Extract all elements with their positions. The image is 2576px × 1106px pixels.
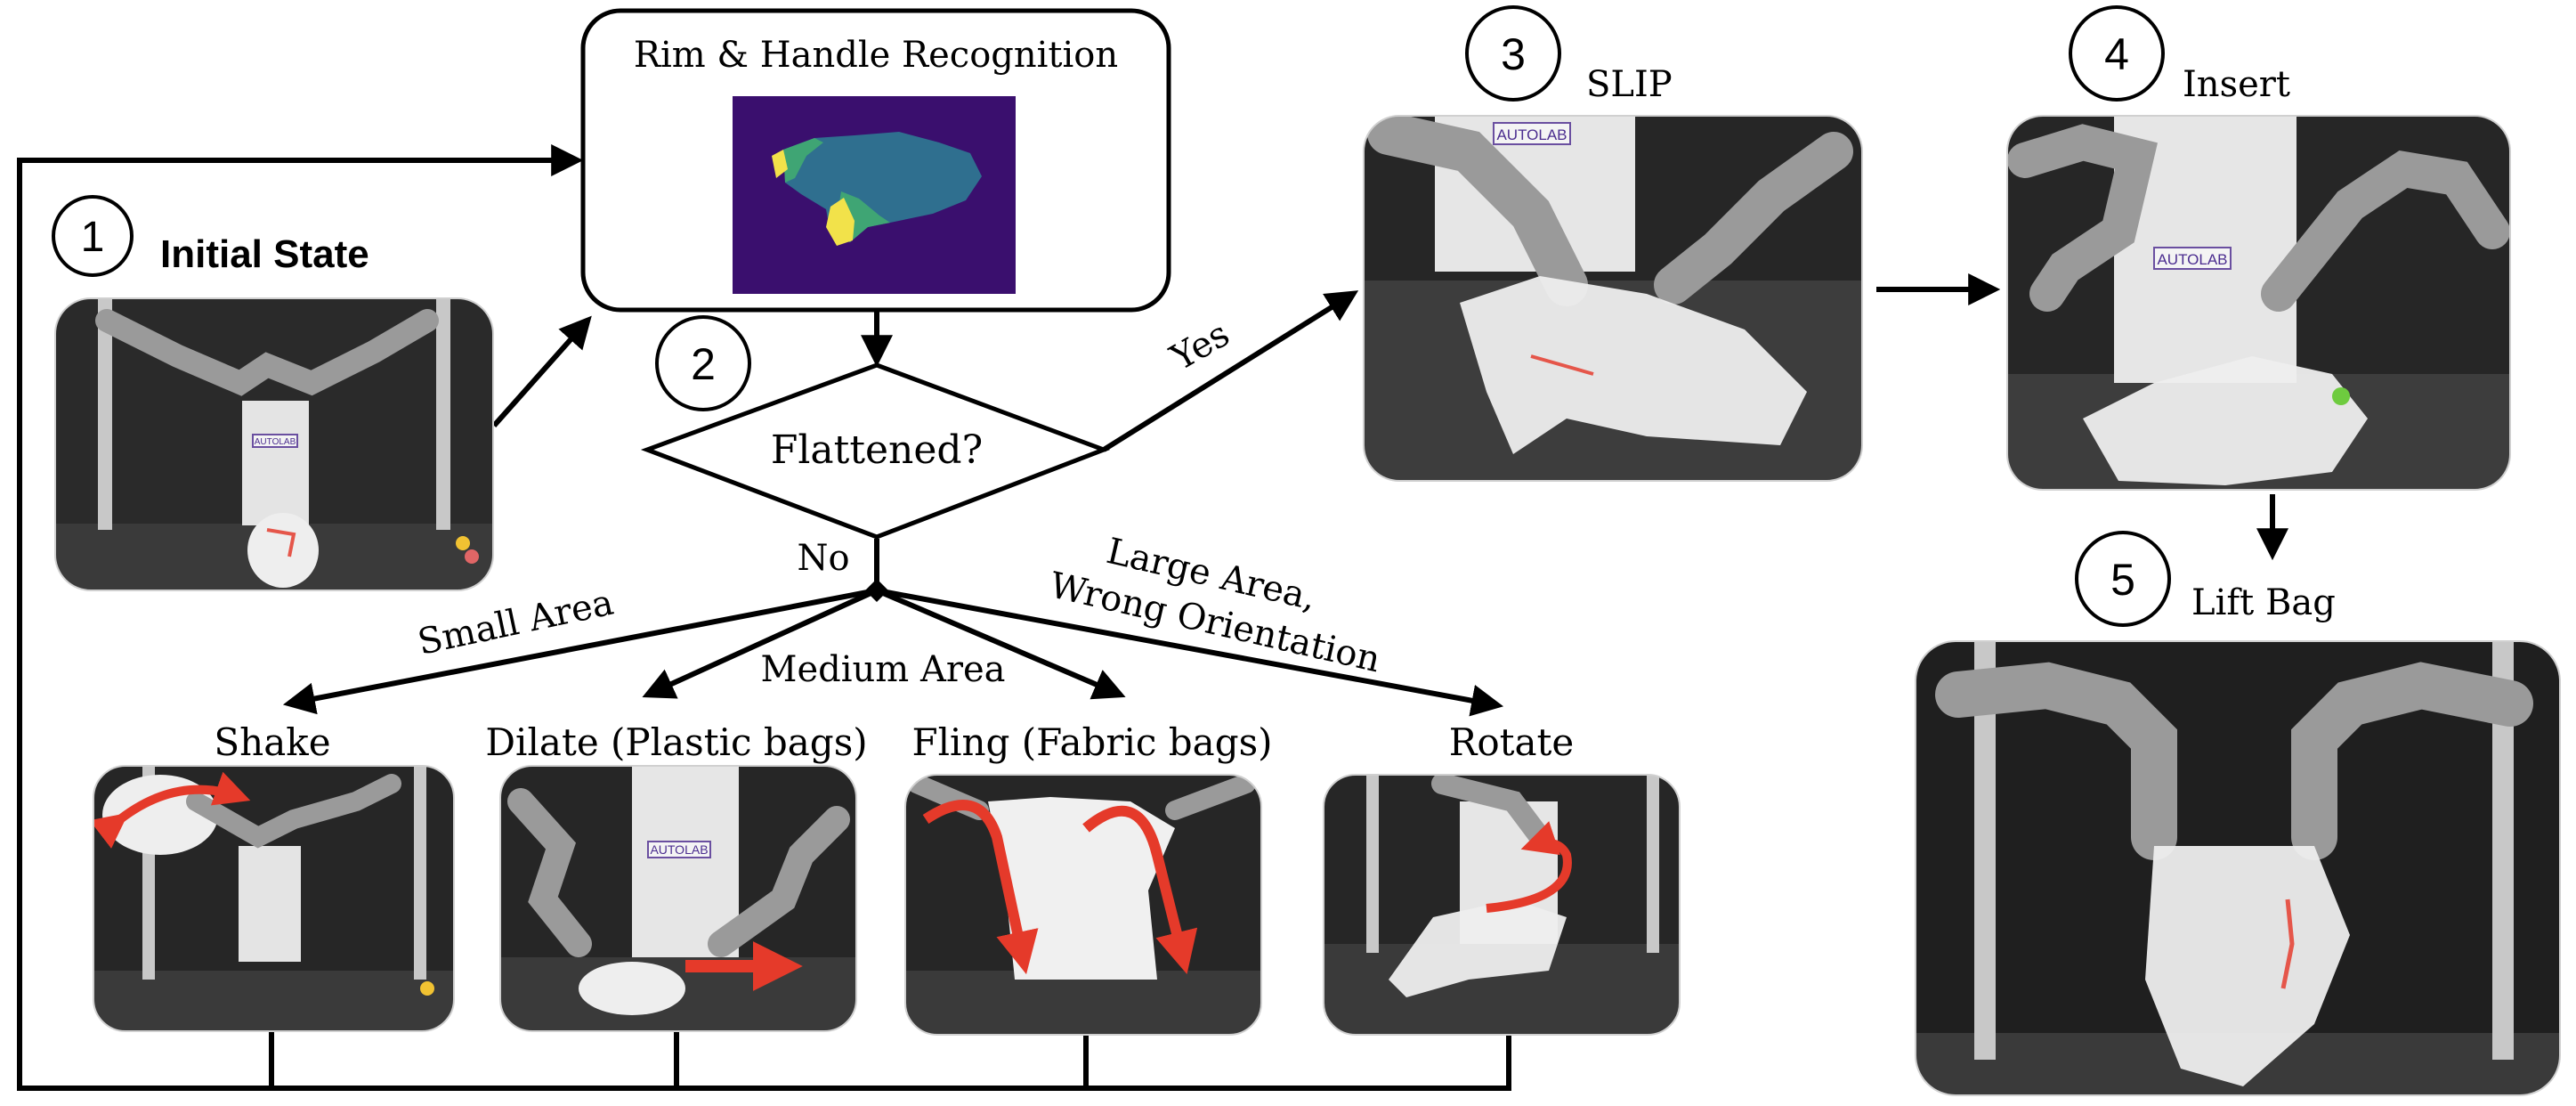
- step-5-label: Lift Bag: [2191, 582, 2336, 623]
- photo-shake: [93, 766, 454, 1031]
- arrow-to-shake: [282, 588, 878, 715]
- photo-dilate: AUTOLAB: [500, 766, 856, 1031]
- loop-line-return: [17, 144, 584, 1091]
- step-3-number: 3: [1501, 29, 1526, 79]
- arrow-to-fling: [875, 588, 1126, 700]
- photo-insert: AUTOLAB: [2007, 116, 2510, 490]
- brand-text-slip: AUTOLAB: [1496, 126, 1567, 143]
- fling-label: Fling (Fabric bags): [911, 720, 1272, 764]
- step-3-label: SLIP: [1586, 64, 1673, 105]
- step-2-number: 2: [691, 339, 716, 389]
- dilate-label: Dilate (Plastic bags): [485, 720, 867, 764]
- brand-text-dilate: AUTOLAB: [650, 842, 708, 857]
- arrow-initial-to-recognition: [491, 315, 592, 427]
- brand-text-insert: AUTOLAB: [2157, 251, 2227, 268]
- photo-rotate: [1324, 775, 1680, 1035]
- yes-label: Yes: [1163, 313, 1236, 379]
- recognition-box: Rim & Handle Recognition: [580, 8, 1171, 313]
- arrow-to-rotate: [876, 588, 1504, 717]
- photo-lift-bag: [1916, 641, 2560, 1095]
- small-area-label: Small Area: [414, 582, 617, 663]
- no-label: No: [797, 538, 849, 579]
- step-1-label: Initial State: [160, 232, 369, 276]
- photo-fling: [905, 775, 1261, 1035]
- shake-label: Shake: [214, 720, 330, 764]
- action-labels: Shake Dilate (Plastic bags) Fling (Fabri…: [214, 720, 1574, 764]
- loop-line-bottom: [269, 1031, 1511, 1091]
- step-1-marker: 1 Initial State: [52, 195, 369, 277]
- step-4-marker: 4 Insert: [2069, 5, 2290, 105]
- step-markers: 1 Initial State 2 3 SLIP 4 Insert 5 Lift…: [52, 5, 2336, 627]
- step-3-marker: 3 SLIP: [1465, 5, 1673, 105]
- photo-slip: AUTOLAB: [1364, 116, 1862, 481]
- step-4-label: Insert: [2183, 64, 2290, 105]
- recognition-label: Rim & Handle Recognition: [634, 35, 1118, 76]
- brand-text-initial: AUTOLAB: [255, 437, 296, 447]
- medium-area-label: Medium Area: [761, 649, 1006, 690]
- decision-diamond: Flattened?: [640, 362, 1111, 540]
- photo-initial-state: AUTOLAB: [55, 298, 493, 590]
- segmentation-image: [733, 96, 1016, 294]
- step-2-marker: 2: [655, 315, 751, 411]
- flow-arrows: [282, 273, 2288, 717]
- feedback-loop: [17, 144, 1511, 1091]
- branch-junction: [865, 579, 888, 602]
- step-1-number: 1: [81, 214, 105, 261]
- rotate-label: Rotate: [1449, 720, 1575, 764]
- step-5-number: 5: [2110, 555, 2135, 605]
- arrow-yes-to-slip: [1102, 290, 1359, 452]
- decision-label: Flattened?: [771, 427, 983, 473]
- step-5-marker: 5 Lift Bag: [2075, 531, 2336, 627]
- step-4-number: 4: [2104, 29, 2129, 79]
- arrow-to-dilate: [642, 588, 879, 699]
